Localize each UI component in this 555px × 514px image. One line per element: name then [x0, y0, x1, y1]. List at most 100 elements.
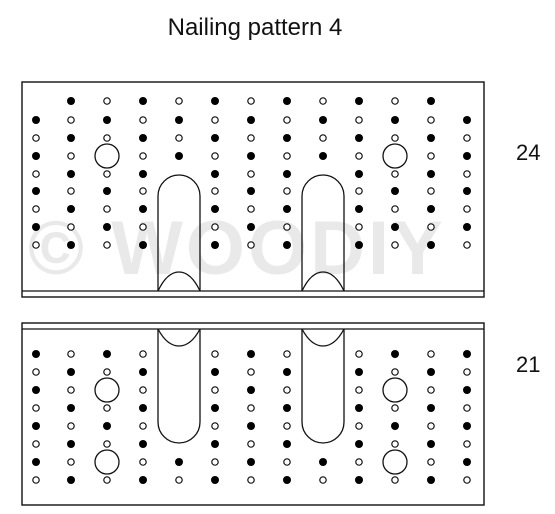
nail-hole-filled — [67, 97, 75, 105]
nail-hole-filled — [67, 440, 75, 448]
nail-hole-filled — [211, 440, 219, 448]
nail-hole-open — [32, 404, 40, 412]
nail-hole-filled — [32, 116, 40, 124]
nail-hole-open — [67, 350, 75, 358]
anchor-hole — [94, 143, 120, 169]
nail-hole-open — [103, 476, 111, 484]
slot-bend — [157, 271, 201, 292]
nail-hole-filled — [211, 170, 219, 178]
nail-hole-filled — [139, 368, 147, 376]
nail-hole-filled — [355, 170, 363, 178]
nail-hole-open — [427, 187, 435, 195]
nail-hole-open — [427, 152, 435, 160]
nail-hole-filled — [463, 187, 471, 195]
nail-hole-open — [247, 440, 255, 448]
nail-hole-filled — [139, 134, 147, 142]
nail-hole-open — [139, 422, 147, 430]
nail-hole-filled — [463, 152, 471, 160]
nail-hole-filled — [319, 116, 327, 124]
nail-hole-open — [283, 152, 291, 160]
nail-hole-filled — [283, 440, 291, 448]
anchor-hole — [94, 449, 120, 475]
nail-hole-filled — [247, 223, 255, 231]
nail-hole-open — [32, 440, 40, 448]
nail-hole-open — [463, 205, 471, 213]
nail-hole-open — [463, 476, 471, 484]
nail-hole-open — [211, 386, 219, 394]
nail-hole-filled — [463, 458, 471, 466]
nail-count-bottom: 21 — [516, 352, 541, 377]
nail-hole-filled — [103, 350, 111, 358]
nail-hole-open — [32, 134, 40, 142]
nail-hole-open — [103, 134, 111, 142]
nail-hole-open — [427, 223, 435, 231]
nail-hole-open — [283, 422, 291, 430]
nail-hole-filled — [283, 97, 291, 105]
nail-hole-filled — [283, 170, 291, 178]
nail-hole-open — [103, 368, 111, 376]
nail-hole-open — [427, 422, 435, 430]
nail-hole-filled — [211, 368, 219, 376]
nail-hole-filled — [427, 170, 435, 178]
nail-hole-open — [247, 404, 255, 412]
nail-hole-filled — [427, 440, 435, 448]
nail-hole-filled — [32, 223, 40, 231]
nail-hole-filled — [139, 205, 147, 213]
nail-hole-filled — [427, 241, 435, 249]
nail-hole-open — [427, 350, 435, 358]
nail-hole-filled — [427, 404, 435, 412]
nail-hole-open — [247, 476, 255, 484]
nail-hole-filled — [103, 116, 111, 124]
nail-hole-filled — [139, 404, 147, 412]
nail-hole-filled — [67, 476, 75, 484]
anchor-hole — [382, 143, 408, 169]
nail-hole-open — [32, 368, 40, 376]
slot-bend — [301, 328, 345, 347]
nail-hole-open — [355, 458, 363, 466]
nail-hole-open — [139, 116, 147, 124]
nail-hole-filled — [283, 476, 291, 484]
nail-hole-open — [247, 170, 255, 178]
nail-hole-open — [463, 170, 471, 178]
nail-hole-filled — [67, 134, 75, 142]
nail-hole-filled — [32, 422, 40, 430]
nail-hole-open — [391, 404, 399, 412]
nail-hole-open — [247, 241, 255, 249]
slot-bend — [157, 328, 201, 347]
nail-hole-open — [391, 134, 399, 142]
nail-hole-filled — [32, 386, 40, 394]
nail-hole-filled — [355, 368, 363, 376]
nail-hole-filled — [391, 223, 399, 231]
nail-hole-open — [391, 476, 399, 484]
nail-hole-filled — [103, 422, 111, 430]
nail-hole-open — [247, 97, 255, 105]
nail-hole-open — [319, 134, 327, 142]
anchor-hole — [382, 377, 408, 403]
nail-hole-filled — [355, 97, 363, 105]
anchor-hole — [382, 449, 408, 475]
nail-hole-filled — [67, 205, 75, 213]
nail-hole-open — [67, 386, 75, 394]
nail-hole-filled — [247, 422, 255, 430]
nail-hole-open — [391, 97, 399, 105]
nail-hole-open — [355, 422, 363, 430]
nail-hole-filled — [427, 134, 435, 142]
nail-hole-filled — [319, 458, 327, 466]
nail-hole-open — [391, 205, 399, 213]
nail-hole-filled — [211, 97, 219, 105]
nail-hole-filled — [32, 350, 40, 358]
nail-hole-filled — [319, 152, 327, 160]
slot — [301, 174, 345, 291]
nail-hole-open — [283, 187, 291, 195]
nail-hole-open — [103, 170, 111, 178]
nail-hole-filled — [32, 152, 40, 160]
nail-hole-open — [139, 386, 147, 394]
slot — [157, 329, 201, 444]
nail-hole-filled — [139, 241, 147, 249]
nail-hole-open — [211, 187, 219, 195]
nail-hole-open — [103, 97, 111, 105]
nail-hole-open — [355, 223, 363, 231]
nail-hole-filled — [355, 205, 363, 213]
nail-hole-filled — [103, 223, 111, 231]
